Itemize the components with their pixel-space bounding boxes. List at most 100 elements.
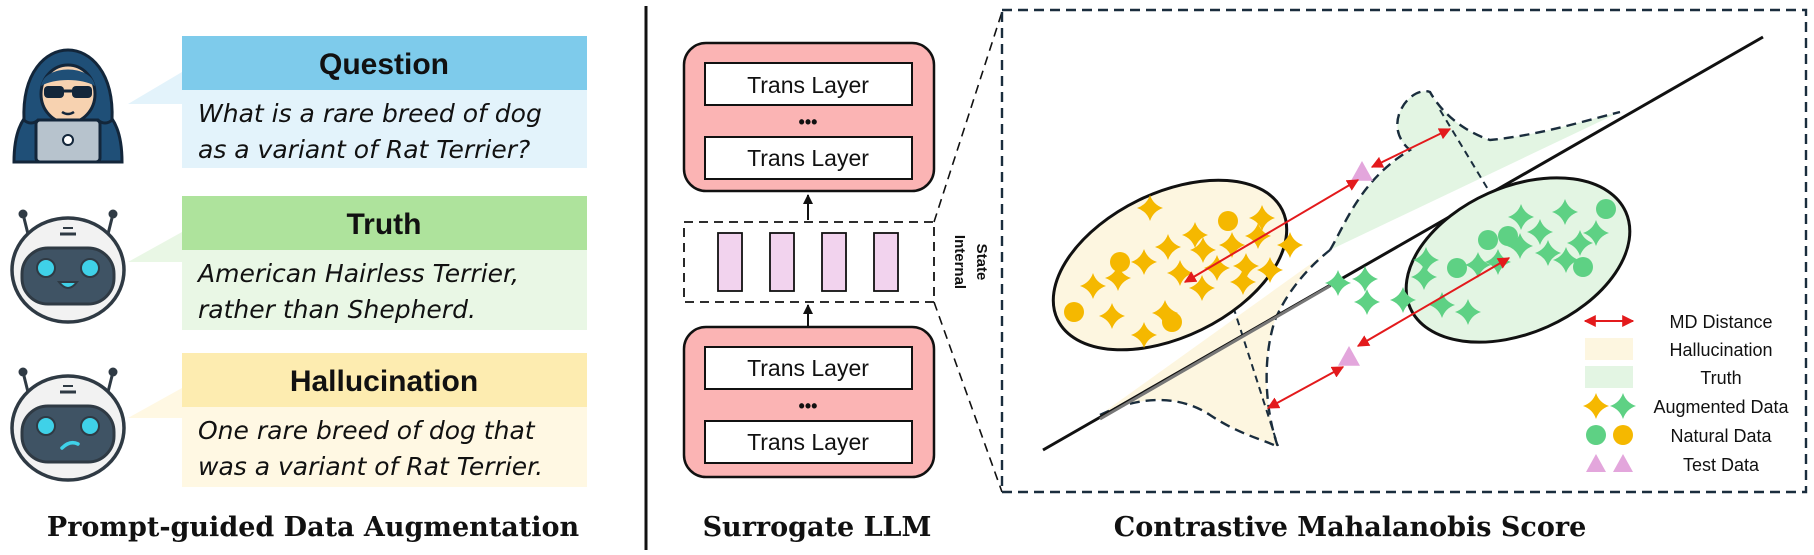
augmented-truth-point bbox=[1553, 247, 1579, 273]
trans-layer-label: Trans Layer bbox=[747, 429, 869, 455]
legend-label-natural-data: Natural Data bbox=[1670, 426, 1772, 446]
augmented-truth-point bbox=[1583, 220, 1609, 246]
middle-panel-caption: Surrogate LLM bbox=[703, 512, 932, 543]
triangle-pair-icon bbox=[1613, 454, 1633, 472]
circle-pair-icon bbox=[1586, 425, 1606, 445]
hallucination-card: Hallucination One rare breed of dog that… bbox=[128, 353, 587, 487]
truth-swatch-icon bbox=[1585, 366, 1633, 388]
legend-label-test-data: Test Data bbox=[1683, 455, 1760, 475]
question-card-body bbox=[182, 90, 587, 168]
left-panel-caption: Prompt-guided Data Augmentation bbox=[47, 512, 580, 543]
hallucination-swatch-icon bbox=[1585, 338, 1633, 360]
trans-layer-label: Trans Layer bbox=[747, 72, 869, 98]
trans-layer-box bbox=[704, 136, 913, 180]
augmented-truth-point bbox=[1567, 230, 1593, 256]
natural-hallucination-point bbox=[1064, 302, 1084, 322]
bottom-transformer-block: Trans Layer ••• Trans Layer bbox=[682, 325, 936, 479]
legend-label-hallucination: Hallucination bbox=[1669, 340, 1772, 360]
augmented-truth-point bbox=[1325, 270, 1351, 296]
star-pair-icon bbox=[1583, 393, 1609, 419]
projection-axis-overlay bbox=[1099, 284, 1331, 421]
hacker-avatar-icon bbox=[12, 48, 124, 164]
speech-pointer bbox=[128, 388, 182, 418]
middle-panel: Trans Layer ••• Trans Layer Internal Sta… bbox=[682, 41, 990, 543]
speech-pointer bbox=[128, 232, 182, 262]
layer-ellipsis: ••• bbox=[799, 112, 818, 132]
legend-label-truth: Truth bbox=[1700, 368, 1741, 388]
augmented-hallucination-point bbox=[1105, 265, 1131, 291]
state-vector bbox=[821, 232, 847, 292]
augmented-truth-point bbox=[1535, 240, 1561, 266]
augmented-hallucination-point bbox=[1131, 322, 1157, 348]
internal-state-label-1: Internal bbox=[951, 235, 968, 289]
state-vector bbox=[769, 232, 795, 292]
augmented-hallucination-point bbox=[1189, 275, 1215, 301]
test-data-point bbox=[1338, 346, 1360, 366]
question-card: Question What is a rare breed of dog as … bbox=[128, 36, 587, 168]
legend-marker-icons bbox=[1583, 393, 1636, 472]
question-card-header bbox=[182, 36, 587, 90]
hallucination-card-title: Hallucination bbox=[290, 365, 478, 398]
trans-layer-label: Trans Layer bbox=[747, 145, 869, 171]
natural-truth-point bbox=[1596, 199, 1616, 219]
augmented-hallucination-point bbox=[1155, 234, 1181, 260]
augmented-truth-point bbox=[1527, 219, 1553, 245]
hallucination-card-header bbox=[182, 353, 587, 407]
hallucination-mean-line bbox=[1214, 249, 1279, 447]
natural-truth-point bbox=[1573, 257, 1593, 277]
left-panel: Question What is a rare breed of dog as … bbox=[10, 36, 587, 543]
trans-layer-box bbox=[704, 346, 913, 390]
truth-distribution-outline bbox=[1328, 90, 1621, 251]
md-distance-arrow bbox=[1370, 128, 1452, 168]
truth-card-header bbox=[182, 196, 587, 250]
truth-card-body bbox=[182, 250, 587, 330]
truth-card-line-1: American Hairless Terrier, bbox=[196, 259, 519, 288]
natural-truth-point bbox=[1478, 230, 1498, 250]
natural-hallucination-point bbox=[1218, 211, 1238, 231]
augmented-hallucination-point bbox=[1152, 300, 1178, 326]
legend: MD Distance Hallucination Truth Augmente… bbox=[1583, 312, 1790, 475]
hallucination-distribution bbox=[1100, 250, 1330, 447]
speech-pointer bbox=[128, 72, 182, 104]
md-distance-arrow bbox=[1266, 366, 1345, 409]
legend-label-md-distance: MD Distance bbox=[1669, 312, 1772, 332]
state-vector bbox=[717, 232, 743, 292]
augmented-truth-point bbox=[1552, 199, 1578, 225]
state-vector bbox=[873, 232, 899, 292]
natural-hallucination-point bbox=[1162, 312, 1182, 332]
question-card-title: Question bbox=[319, 48, 449, 81]
zoom-connector-top bbox=[933, 11, 1003, 223]
natural-truth-point bbox=[1447, 258, 1467, 278]
augmented-hallucination-point bbox=[1137, 195, 1163, 221]
hallucination-card-line-1: One rare breed of dog that bbox=[198, 416, 536, 445]
zoom-connector-bottom bbox=[933, 301, 1003, 493]
internal-state-label-2: State bbox=[973, 244, 990, 281]
score-frame bbox=[1000, 8, 1808, 494]
augmented-hallucination-point bbox=[1080, 273, 1106, 299]
trans-layer-label: Trans Layer bbox=[747, 355, 869, 381]
natural-hallucination-point bbox=[1110, 252, 1130, 272]
md-distance-arrow bbox=[1183, 179, 1360, 283]
legend-label-augmented-data: Augmented Data bbox=[1653, 397, 1789, 417]
augmented-hallucination-point bbox=[1131, 249, 1157, 275]
augmented-hallucination-point bbox=[1099, 303, 1125, 329]
question-card-line-1: What is a rare breed of dog bbox=[198, 99, 542, 128]
confused-robot-icon bbox=[10, 367, 126, 482]
truth-card-line-2: rather than Shepherd. bbox=[198, 295, 476, 324]
layer-ellipsis: ••• bbox=[799, 396, 818, 416]
md-distance-arrow bbox=[1356, 257, 1511, 347]
right-panel: MD Distance Hallucination Truth Augmente… bbox=[1000, 8, 1808, 543]
circle-pair-icon bbox=[1613, 425, 1633, 445]
augmented-hallucination-point bbox=[1167, 260, 1193, 286]
augmented-truth-point bbox=[1507, 233, 1533, 259]
hallucination-card-body bbox=[182, 407, 587, 487]
trans-layer-box bbox=[704, 62, 913, 106]
natural-truth-point bbox=[1498, 226, 1518, 246]
test-data-point bbox=[1351, 161, 1373, 181]
happy-robot-icon bbox=[10, 209, 126, 324]
hallucination-card-line-2: was a variant of Rat Terrier. bbox=[198, 452, 543, 481]
top-transformer-block: Trans Layer ••• Trans Layer bbox=[682, 41, 936, 193]
internal-state-frame bbox=[683, 221, 935, 303]
question-card-line-2: as a variant of Rat Terrier? bbox=[198, 135, 530, 164]
